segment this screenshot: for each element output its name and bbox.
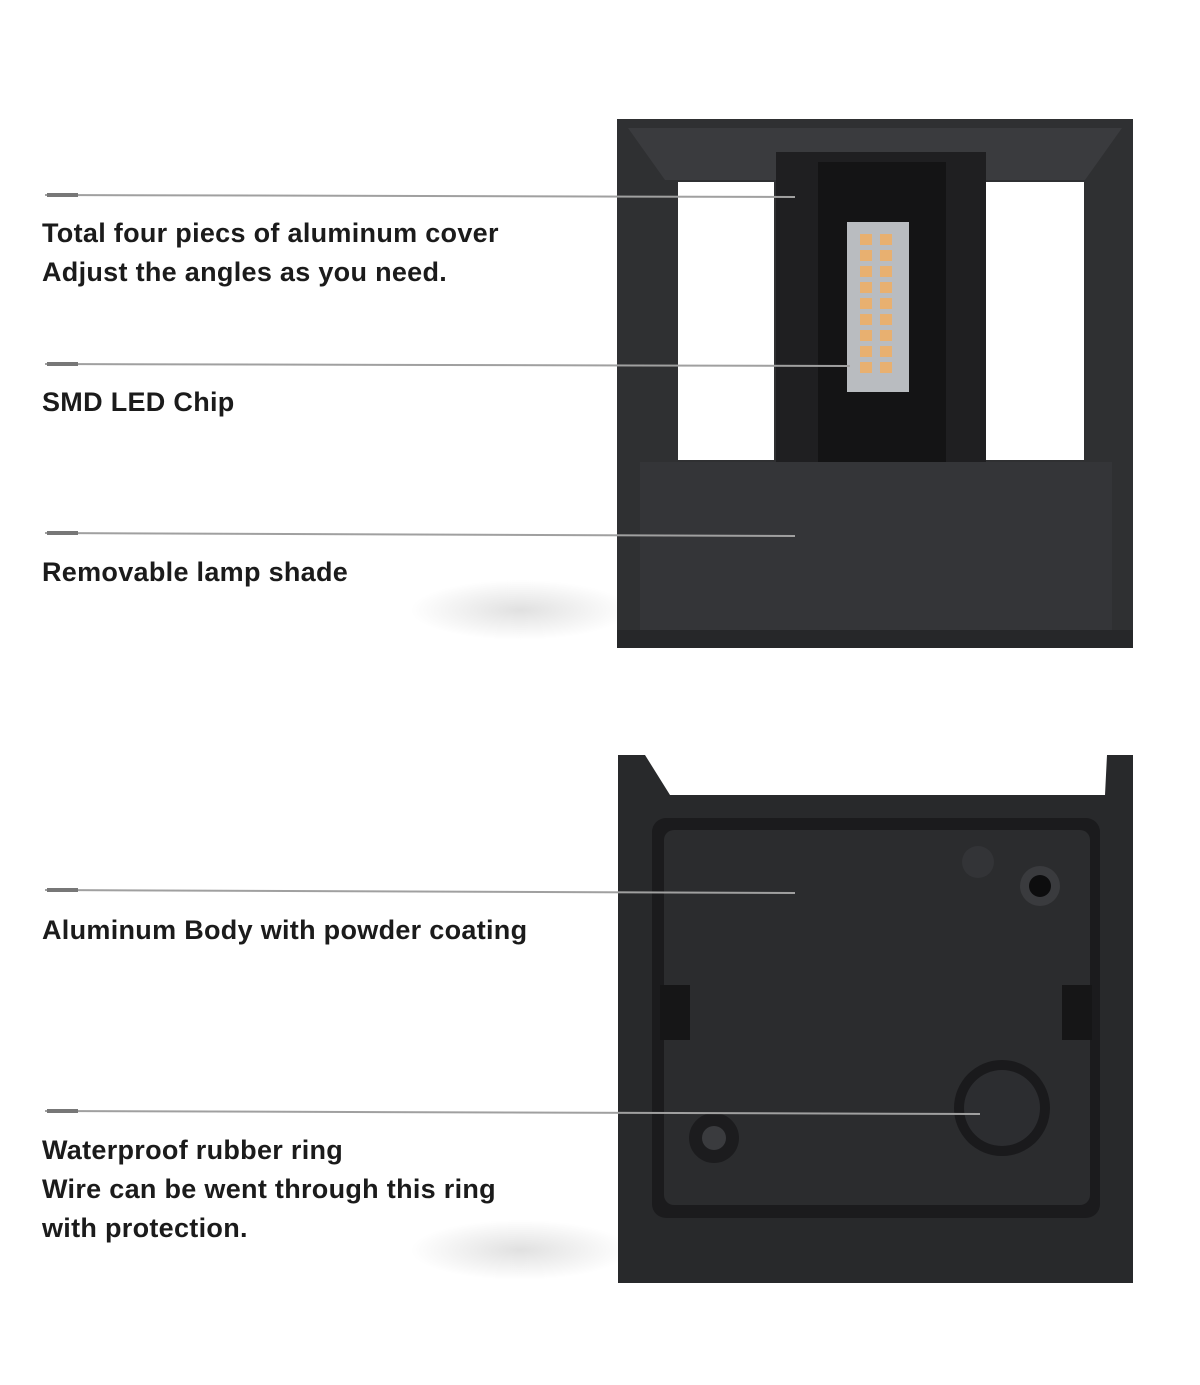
led-dot — [860, 314, 872, 325]
callout-line: Removable lamp shade — [42, 557, 349, 587]
callout-line: Waterproof rubber ring — [42, 1135, 344, 1165]
led-dot — [860, 298, 872, 309]
smd-led-chip — [847, 222, 909, 392]
led-dot — [860, 330, 872, 341]
callout-lamp-shade: Removable lamp shade — [42, 553, 348, 592]
led-dot — [880, 330, 892, 341]
lamp-front-view — [617, 119, 1133, 648]
led-dot — [880, 282, 892, 293]
led-dot — [880, 362, 892, 373]
callout-line: with protection. — [42, 1213, 248, 1243]
callout-line: Adjust the angles as you need. — [42, 257, 448, 287]
shadow — [410, 1220, 630, 1280]
callout-rubber-ring: Waterproof rubber ring Wire can be went … — [42, 1131, 496, 1248]
led-dot — [880, 314, 892, 325]
led-dot — [860, 282, 872, 293]
led-dot — [880, 266, 892, 277]
led-dot — [880, 250, 892, 261]
led-dot — [860, 234, 872, 245]
callout-line: Aluminum Body with powder coating — [42, 915, 528, 945]
led-dot — [860, 346, 872, 357]
leader-line-markers — [47, 193, 78, 1113]
led-dot — [880, 234, 892, 245]
led-dot — [860, 266, 872, 277]
lamp-back-view — [618, 755, 1133, 1283]
led-dot — [860, 362, 872, 373]
callout-line: SMD LED Chip — [42, 387, 235, 417]
callout-led-chip: SMD LED Chip — [42, 383, 235, 422]
callout-aluminum-body: Aluminum Body with powder coating — [42, 911, 527, 950]
callout-line: Wire can be went through this ring — [42, 1174, 496, 1204]
shadow — [410, 580, 630, 640]
led-dot — [880, 346, 892, 357]
callout-line: Total four piecs of aluminum cover — [42, 218, 499, 248]
led-dot — [860, 250, 872, 261]
leader-lines — [44, 194, 981, 1115]
callout-aluminum-cover: Total four piecs of aluminum cover Adjus… — [42, 214, 499, 292]
led-dot — [880, 298, 892, 309]
